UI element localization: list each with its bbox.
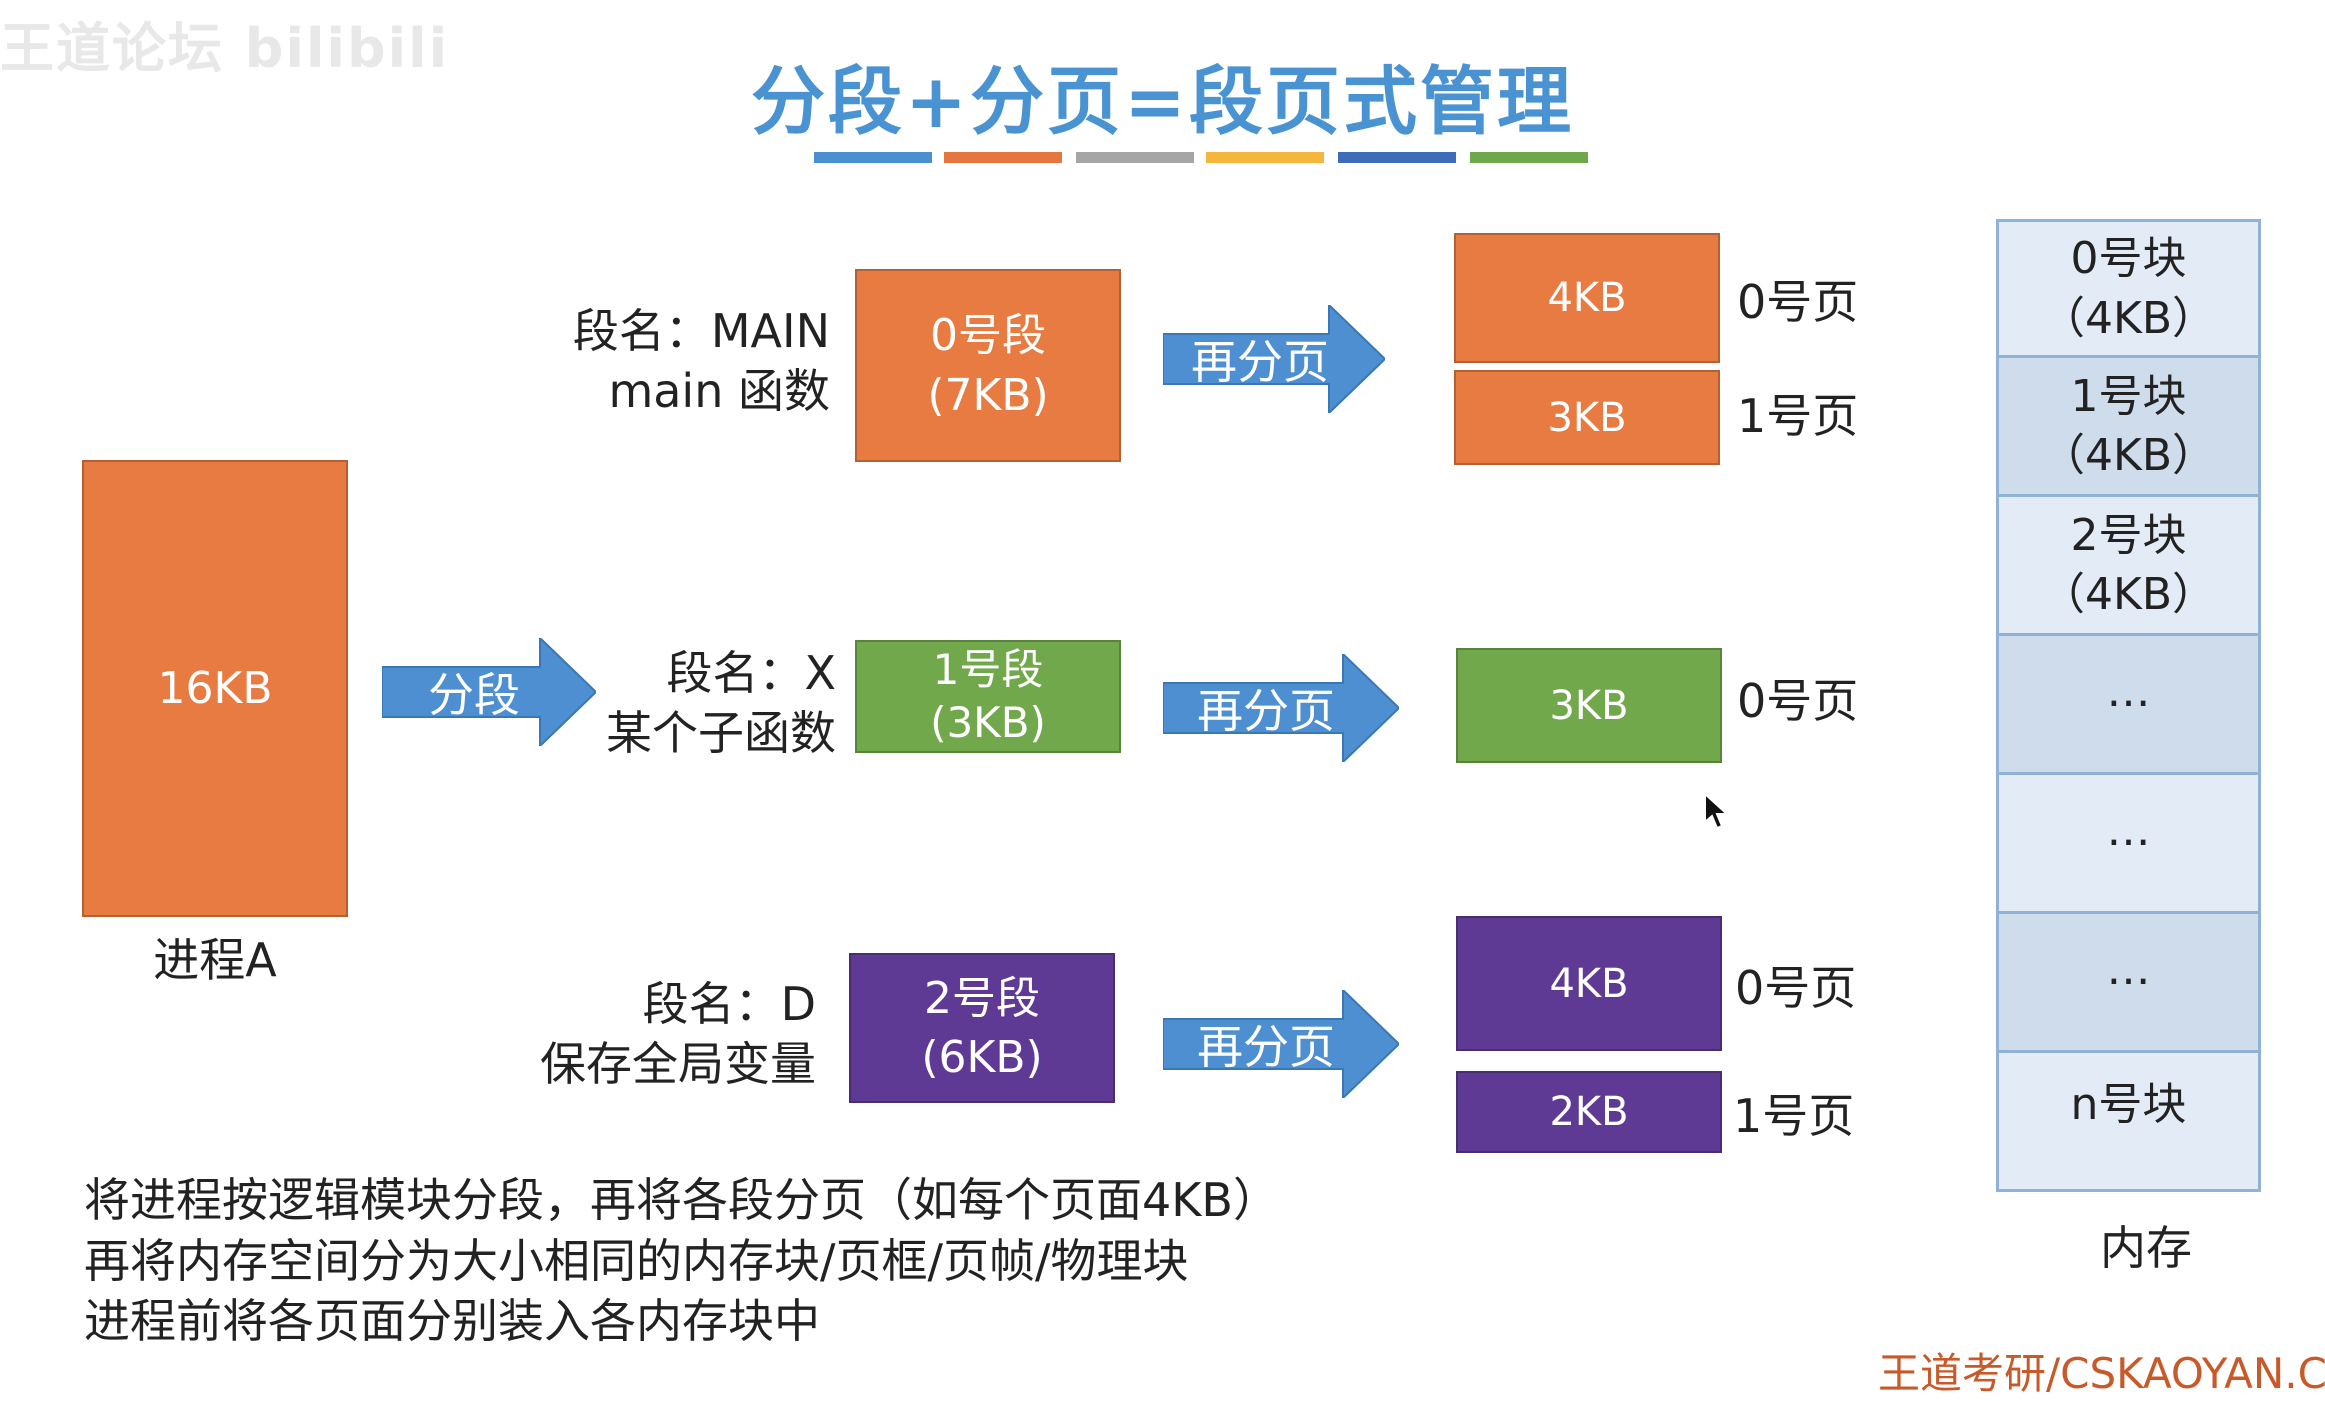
memory-block-ellipsis-1: …: [1996, 636, 2261, 775]
memory-block-n-name: n号块: [2070, 1079, 2187, 1130]
memory-column: 0号块 （4KB） 1号块 （4KB） 2号块 （4KB） … … … n号块: [1996, 219, 2261, 1192]
process-box: 16KB: [82, 460, 348, 917]
memory-block-ellipsis-1-text: …: [2106, 666, 2151, 717]
explanation-text: 将进程按逻辑模块分段，再将各段分页（如每个页面4KB） 再将内存空间分为大小相同…: [84, 1170, 1279, 1352]
segment-2-title: 2号段: [924, 972, 1040, 1024]
title-bar-darkblue: [1338, 152, 1456, 163]
segment-2-desc: 保存全局变量: [540, 1036, 816, 1091]
explanation-line-2: 再将内存空间分为大小相同的内存块/页框/页帧/物理块: [84, 1233, 1189, 1288]
segment-0-page-0-size: 4KB: [1547, 275, 1627, 321]
segment-2-label: 段名：D 保存全局变量: [480, 975, 816, 1095]
memory-label: 内存: [2100, 1221, 2192, 1275]
memory-block-2-size: （4KB）: [2040, 569, 2217, 620]
title-bar-blue: [814, 152, 932, 163]
segment-0-page-1-label: 1号页: [1737, 389, 1859, 443]
mouse-cursor-icon: [1703, 791, 1730, 834]
repage-arrow-0: 再分页: [1163, 305, 1385, 413]
segment-2-page-1-size: 2KB: [1549, 1089, 1629, 1135]
memory-block-0-name: 0号块: [2070, 233, 2187, 285]
repage-arrow-2-label: 再分页: [1197, 1020, 1335, 1074]
memory-block-0-size: （4KB）: [2040, 292, 2217, 344]
segment-1-size: (3KB): [930, 697, 1046, 747]
footer-watermark: 王道考研/CSKAOYAN.C: [1878, 1349, 2325, 1398]
segment-arrow: 分段: [382, 638, 596, 746]
title-bar-yellow: [1206, 152, 1324, 163]
explanation-line-1: 将进程按逻辑模块分段，再将各段分页（如每个页面4KB）: [84, 1173, 1279, 1227]
memory-block-n: n号块: [1996, 1053, 2261, 1192]
segment-0-page-0-label: 0号页: [1737, 275, 1859, 329]
segment-2-page-0: 4KB: [1456, 916, 1722, 1051]
segment-2-size: (6KB): [921, 1032, 1043, 1083]
segment-1-name: 段名：X: [666, 646, 836, 700]
segment-0-box: 0号段 (7KB): [855, 269, 1121, 462]
page-title: 分段+分页=段页式管理: [750, 59, 1574, 145]
memory-block-2: 2号块 （4KB）: [1996, 497, 2261, 636]
memory-block-1-name: 1号块: [2070, 370, 2187, 422]
segment-1-page-0-size: 3KB: [1549, 682, 1629, 729]
watermark: 王道论坛 bilibili: [0, 17, 450, 80]
segment-0-name: 段名：MAIN: [572, 304, 830, 358]
memory-block-1: 1号块 （4KB）: [1996, 358, 2261, 497]
memory-block-ellipsis-2: …: [1996, 775, 2261, 914]
segment-0-label: 段名：MAIN main 函数: [480, 302, 830, 422]
segment-1-page-0-label: 0号页: [1737, 674, 1859, 728]
memory-block-1-size: （4KB）: [2040, 430, 2217, 481]
memory-block-ellipsis-3-text: …: [2106, 944, 2151, 995]
repage-arrow-2: 再分页: [1163, 990, 1399, 1098]
memory-block-ellipsis-3: …: [1996, 914, 2261, 1053]
segment-0-title: 0号段: [930, 310, 1046, 362]
segment-1-title: 1号段: [932, 645, 1044, 694]
repage-arrow-0-label: 再分页: [1191, 335, 1329, 389]
segment-0-page-1-size: 3KB: [1547, 394, 1627, 441]
segment-2-box: 2号段 (6KB): [849, 953, 1115, 1103]
segment-0-page-1: 3KB: [1454, 370, 1720, 465]
segment-1-desc: 某个子函数: [606, 705, 836, 760]
repage-arrow-1: 再分页: [1163, 654, 1399, 762]
title-bar-orange: [944, 152, 1062, 163]
memory-block-0: 0号块 （4KB）: [1996, 219, 2261, 358]
segment-1-box: 1号段 (3KB): [855, 640, 1121, 753]
title-bar-gray: [1076, 152, 1194, 163]
segment-1-label: 段名：X 某个子函数: [480, 644, 836, 764]
segment-0-page-0: 4KB: [1454, 233, 1720, 363]
memory-block-ellipsis-2-text: …: [2106, 805, 2151, 856]
segment-0-desc: main 函数: [608, 363, 830, 418]
title-bar-green: [1470, 152, 1588, 163]
segment-2-name: 段名：D: [642, 977, 816, 1031]
segment-1-page-0: 3KB: [1456, 648, 1722, 763]
process-label: 进程A: [153, 933, 277, 987]
explanation-line-3: 进程前将各页面分别装入各内存块中: [84, 1294, 820, 1349]
memory-block-2-name: 2号块: [2070, 509, 2187, 561]
repage-arrow-1-label: 再分页: [1197, 684, 1335, 738]
segment-0-size: (7KB): [927, 369, 1049, 421]
segment-2-page-1-label: 1号页: [1733, 1089, 1855, 1143]
segment-2-page-0-label: 0号页: [1735, 961, 1857, 1015]
segment-arrow-label: 分段: [428, 668, 520, 722]
segment-2-page-1: 2KB: [1456, 1071, 1722, 1153]
segment-2-page-0-size: 4KB: [1549, 960, 1629, 1007]
process-size: 16KB: [157, 662, 273, 714]
